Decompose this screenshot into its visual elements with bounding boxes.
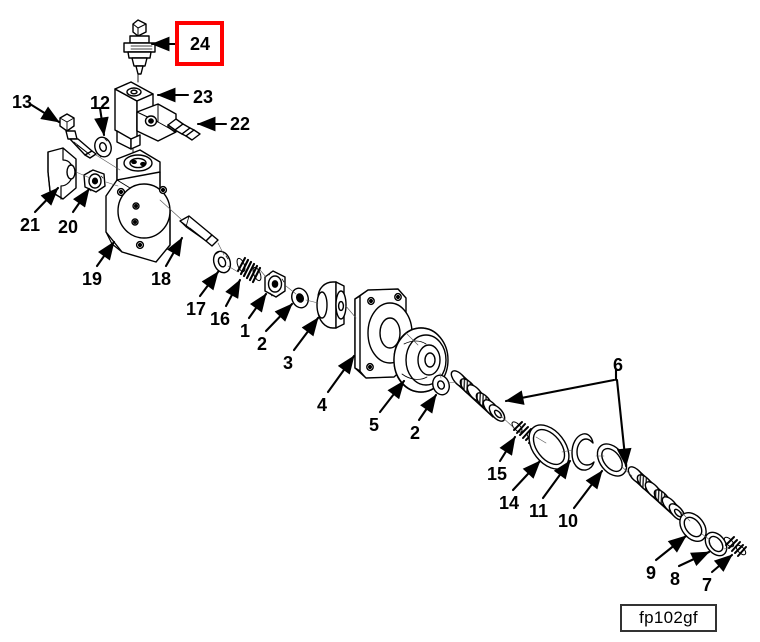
- part-6b-spool-shape: [627, 466, 686, 521]
- callout-label-11: 11: [529, 501, 549, 521]
- callout-label-15: 15: [487, 464, 508, 484]
- part-18-shape: [179, 215, 219, 247]
- callout-label-16: 16: [210, 309, 231, 329]
- callout-label-5: 5: [369, 415, 380, 435]
- callout-label-4: 4: [317, 395, 328, 415]
- part-23-shape: [114, 73, 177, 177]
- part-7-spring-shape: [723, 536, 747, 557]
- callout-label-10: 10: [558, 511, 579, 531]
- callout-label-6: 6: [613, 355, 624, 375]
- part-14-shape: [528, 424, 570, 470]
- figure-caption-text: fp102gf: [639, 608, 698, 627]
- part-16-spring-shape: [236, 256, 262, 284]
- callout-label-8: 8: [670, 569, 681, 589]
- part-6a-spool-shape: [450, 370, 506, 422]
- callout-label-21: 21: [20, 215, 41, 235]
- callout-label-9: 9: [646, 563, 657, 583]
- part-2a-shape: [291, 287, 309, 309]
- callout-label-2: 2: [410, 423, 421, 443]
- part-13-shape: [59, 113, 97, 159]
- callout-label-18: 18: [151, 269, 172, 289]
- part-19-shape: [105, 149, 171, 263]
- callout-label-12: 12: [90, 93, 111, 113]
- part-1-shape: [264, 270, 286, 298]
- figure-caption-box: fp102gf: [620, 604, 717, 632]
- callout-label-23: 23: [193, 87, 214, 107]
- callout-label-24: 24: [190, 34, 211, 54]
- callout-label-7: 7: [702, 575, 713, 595]
- callout-label-2: 2: [257, 334, 268, 354]
- part-3-shape: [316, 281, 347, 329]
- part-9-shape: [679, 511, 707, 543]
- part-2b-shape: [432, 374, 450, 396]
- callout-label-17: 17: [186, 299, 207, 319]
- callout-label-1: 1: [240, 321, 251, 341]
- part-17-shape: [212, 250, 232, 274]
- leader-lines: [28, 36, 734, 574]
- callout-label-22: 22: [230, 114, 251, 134]
- part-20-shape: [83, 169, 106, 193]
- callout-label-3: 3: [283, 353, 294, 373]
- callout-label-19: 19: [82, 269, 103, 289]
- part-5-shape: [393, 327, 449, 393]
- callout-label-14: 14: [499, 493, 520, 513]
- part-11-snapring-shape: [571, 433, 595, 471]
- part-15-spring-shape: [511, 421, 538, 444]
- part-22-shape: [167, 118, 201, 141]
- part-24-shape: [123, 19, 156, 75]
- part-8-shape: [704, 531, 728, 557]
- assembly-centre-lines: [75, 154, 729, 550]
- part-21-shape: [47, 147, 77, 200]
- callout-label-13: 13: [12, 92, 33, 112]
- part-12-shape: [94, 136, 112, 158]
- callout-label-20: 20: [58, 217, 79, 237]
